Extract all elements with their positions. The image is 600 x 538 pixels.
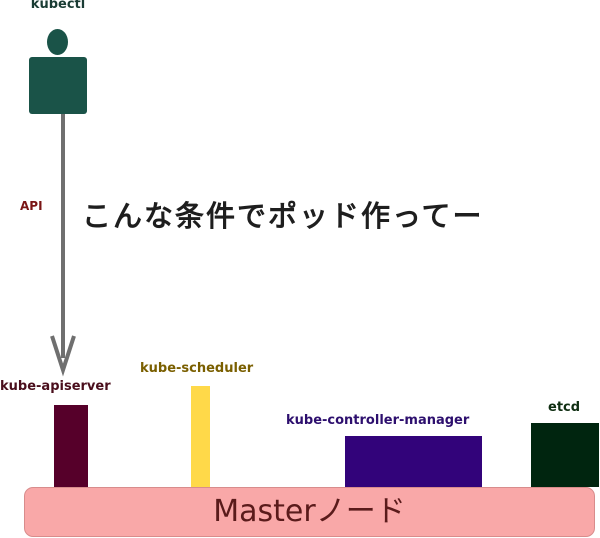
kubectl-label: kubectl — [30, 0, 86, 12]
user-icon-body — [29, 57, 87, 114]
etcd-block — [531, 423, 599, 487]
request-speech-text: こんな条件でポッド作ってー — [82, 199, 484, 233]
scheduler-block — [191, 386, 210, 487]
apiserver-block — [54, 405, 88, 487]
apiserver-label: kube-apiserver — [0, 379, 111, 394]
scheduler-label: kube-scheduler — [140, 361, 254, 376]
user-icon-head — [47, 29, 68, 55]
api-label: API — [20, 199, 43, 213]
controller-manager-label: kube-controller-manager — [286, 413, 470, 428]
etcd-label: etcd — [548, 400, 581, 415]
master-node-block — [24, 487, 595, 537]
master-node-label: Masterノード — [213, 494, 406, 529]
controller-manager-block — [345, 436, 482, 487]
